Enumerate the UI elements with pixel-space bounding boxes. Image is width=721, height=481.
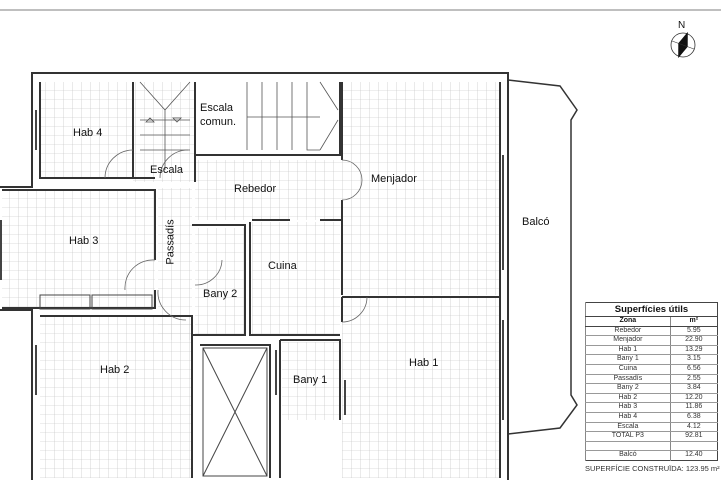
room-label-escala-comun: Escala [200,102,234,114]
area-cell: 11.86 [669,402,718,413]
room-label-menjador: Menjador [371,173,417,185]
room-label-bany1: Bany 1 [293,374,328,386]
zone-cell: Hab 4 [585,412,671,423]
room-label-rebedor: Rebedor [234,183,277,195]
room-label-balco: Balcó [522,216,550,228]
area-cell: 22.90 [669,335,718,346]
area-cell: 12.40 [669,450,718,461]
table-row-empty [585,441,718,452]
zone-cell: Passadís [585,374,671,385]
area-cell: 2.55 [669,374,718,385]
column-header-area: m² [669,316,718,327]
zone-cell: Bany 2 [585,383,671,394]
zone-cell: Cuina [585,364,671,375]
area-cell: 5.95 [669,326,718,337]
room-label-hab3: Hab 3 [69,235,99,247]
zone-cell: Escala [585,422,671,433]
area-cell: 12.20 [669,393,718,404]
zone-cell: Hab 3 [585,402,671,413]
table-title: Superfícies útils [585,302,718,317]
zone-cell: Hab 1 [585,345,671,356]
area-cell: 13.29 [669,345,718,356]
area-cell: 3.84 [669,383,718,394]
area-cell: 6.38 [669,412,718,423]
column-header-zone: Zona [585,316,671,327]
balcony-outline [507,79,578,435]
north-compass-icon [670,31,696,59]
room-label-hab4: Hab 4 [73,127,103,139]
built-area-label: SUPERFÍCIE CONSTRUÏDA: 123.95 m² [585,464,720,473]
empty-cell [585,441,671,452]
room-label-hab1: Hab 1 [409,357,439,369]
wardrobe [39,294,153,310]
room-label-cuina: Cuina [268,260,297,272]
area-cell: 3.15 [669,354,718,365]
walls [0,72,509,480]
room-label-escala: Escala [150,164,184,176]
empty-cell [669,441,718,452]
zone-cell: Bany 1 [585,354,671,365]
zone-cell: Hab 2 [585,393,671,404]
room-label-bany2: Bany 2 [203,288,238,300]
light-shaft [202,347,268,477]
stairs [139,81,339,170]
compass-north-label: N [678,20,686,31]
area-cell: 92.81 [669,431,718,442]
zone-cell: Rebedor [585,326,671,337]
area-cell: 6.56 [669,364,718,375]
area-cell: 4.12 [669,422,718,433]
zone-cell: TOTAL P3 [585,431,671,442]
room-label-hab2: Hab 2 [100,364,130,376]
floor-tiles [2,82,500,478]
zone-cell: Balcó [585,450,671,461]
zone-cell: Menjador [585,335,671,346]
door-swings [104,149,368,323]
room-label-escala-comun-2: comun. [200,116,237,128]
room-label-passadis: Passadís [164,219,177,265]
windows [0,110,504,420]
